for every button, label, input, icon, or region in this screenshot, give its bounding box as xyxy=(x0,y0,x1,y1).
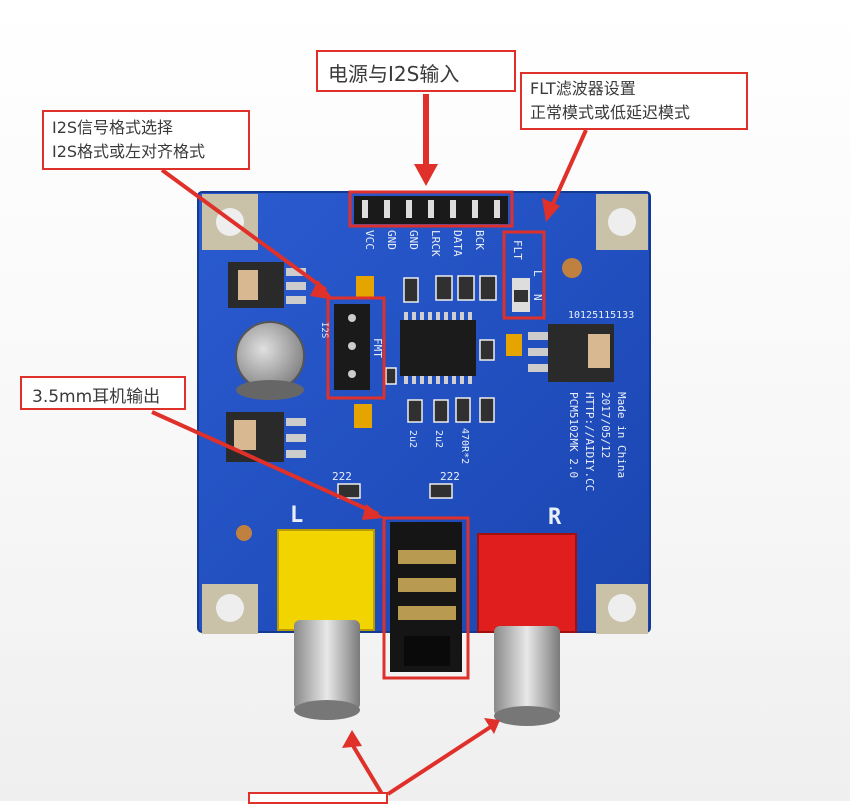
channel-l-label: L xyxy=(290,503,303,528)
arrow-power xyxy=(414,94,438,186)
highlight-pin-header xyxy=(348,190,514,228)
mount-hole-tr xyxy=(596,194,648,250)
callout-power-i2s: 电源与I2S输入 xyxy=(316,50,516,92)
callout-text: 正常模式或低延迟模式 xyxy=(530,103,691,122)
pin-label: GND xyxy=(385,230,398,250)
regulator-right xyxy=(528,324,614,382)
arrow-headphone xyxy=(151,410,384,520)
flt-label: FLT xyxy=(511,240,524,260)
pin-label: VCC xyxy=(363,230,376,250)
pin-label: BCK xyxy=(473,230,486,250)
arrow-rca xyxy=(342,718,500,796)
smd-components xyxy=(354,276,522,428)
callout-text: 电源与I2S输入 xyxy=(328,62,460,86)
callout-flt: FLT滤波器设置 正常模式或低延迟模式 xyxy=(520,72,748,130)
highlight-headphone xyxy=(382,516,470,680)
pin-row xyxy=(362,200,500,218)
channel-r-label: R xyxy=(548,505,562,530)
silk-line: Made in China xyxy=(615,392,628,478)
cap-2u2-b: 2u2 xyxy=(433,430,444,448)
callout-i2s-format: I2S信号格式选择 I2S格式或左对齐格式 xyxy=(42,110,250,170)
serial-number: 10125115133 xyxy=(568,310,634,321)
callout-rca-partial xyxy=(248,792,388,804)
callout-text: I2S信号格式选择 xyxy=(52,118,174,137)
copper-pad xyxy=(562,258,582,278)
flt-l-label: L xyxy=(531,270,544,277)
pin-label: DATA xyxy=(451,230,464,257)
callout-text: FLT滤波器设置 xyxy=(530,79,636,98)
resistor-label: 470R*2 xyxy=(459,428,470,464)
regulator-top-left xyxy=(228,262,306,308)
callout-text: I2S格式或左对齐格式 xyxy=(52,142,206,161)
smd-resistors xyxy=(337,275,497,499)
cap-label-left: 222 xyxy=(332,470,352,483)
pin-label: GND xyxy=(407,230,420,250)
pin-label: LRCK xyxy=(429,230,442,257)
silkscreen-info: PCM5102MK 2.0 HTTP://AIDIY.CC 2017/05/12… xyxy=(567,392,628,491)
flt-jumper xyxy=(512,278,530,312)
rca-jack-left xyxy=(277,529,375,720)
rca-jack-right xyxy=(477,533,577,726)
highlight-flt xyxy=(502,230,546,320)
arrow-i2s-format xyxy=(160,168,334,300)
flt-n-label: N xyxy=(531,294,544,301)
callout-text: 3.5mm耳机输出 xyxy=(32,387,161,407)
copper-pad xyxy=(236,525,252,541)
callout-headphone: 3.5mm耳机输出 xyxy=(20,376,186,410)
pin-labels: VCC GND GND LRCK DATA BCK xyxy=(363,230,486,257)
cap-2u2-a: 2u2 xyxy=(407,430,418,448)
silk-line: PCM5102MK 2.0 xyxy=(567,392,580,478)
highlight-fmt xyxy=(326,296,386,400)
arrow-flt xyxy=(542,129,588,222)
dac-chip xyxy=(400,312,476,384)
mount-hole-bl xyxy=(202,584,258,634)
headphone-jack xyxy=(390,522,462,672)
regulator-bottom-left xyxy=(226,412,306,462)
fmt-label: FMT xyxy=(371,338,384,358)
i2s-label: I2S xyxy=(319,322,329,338)
mount-hole-br xyxy=(596,584,648,634)
cap-label-right: 222 xyxy=(440,470,460,483)
silk-line: HTTP://AIDIY.CC xyxy=(583,392,596,491)
electrolytic-capacitor xyxy=(235,321,305,400)
mount-hole-tl xyxy=(202,194,258,250)
fmt-jumper xyxy=(334,304,370,390)
silk-line: 2017/05/12 xyxy=(599,392,612,458)
